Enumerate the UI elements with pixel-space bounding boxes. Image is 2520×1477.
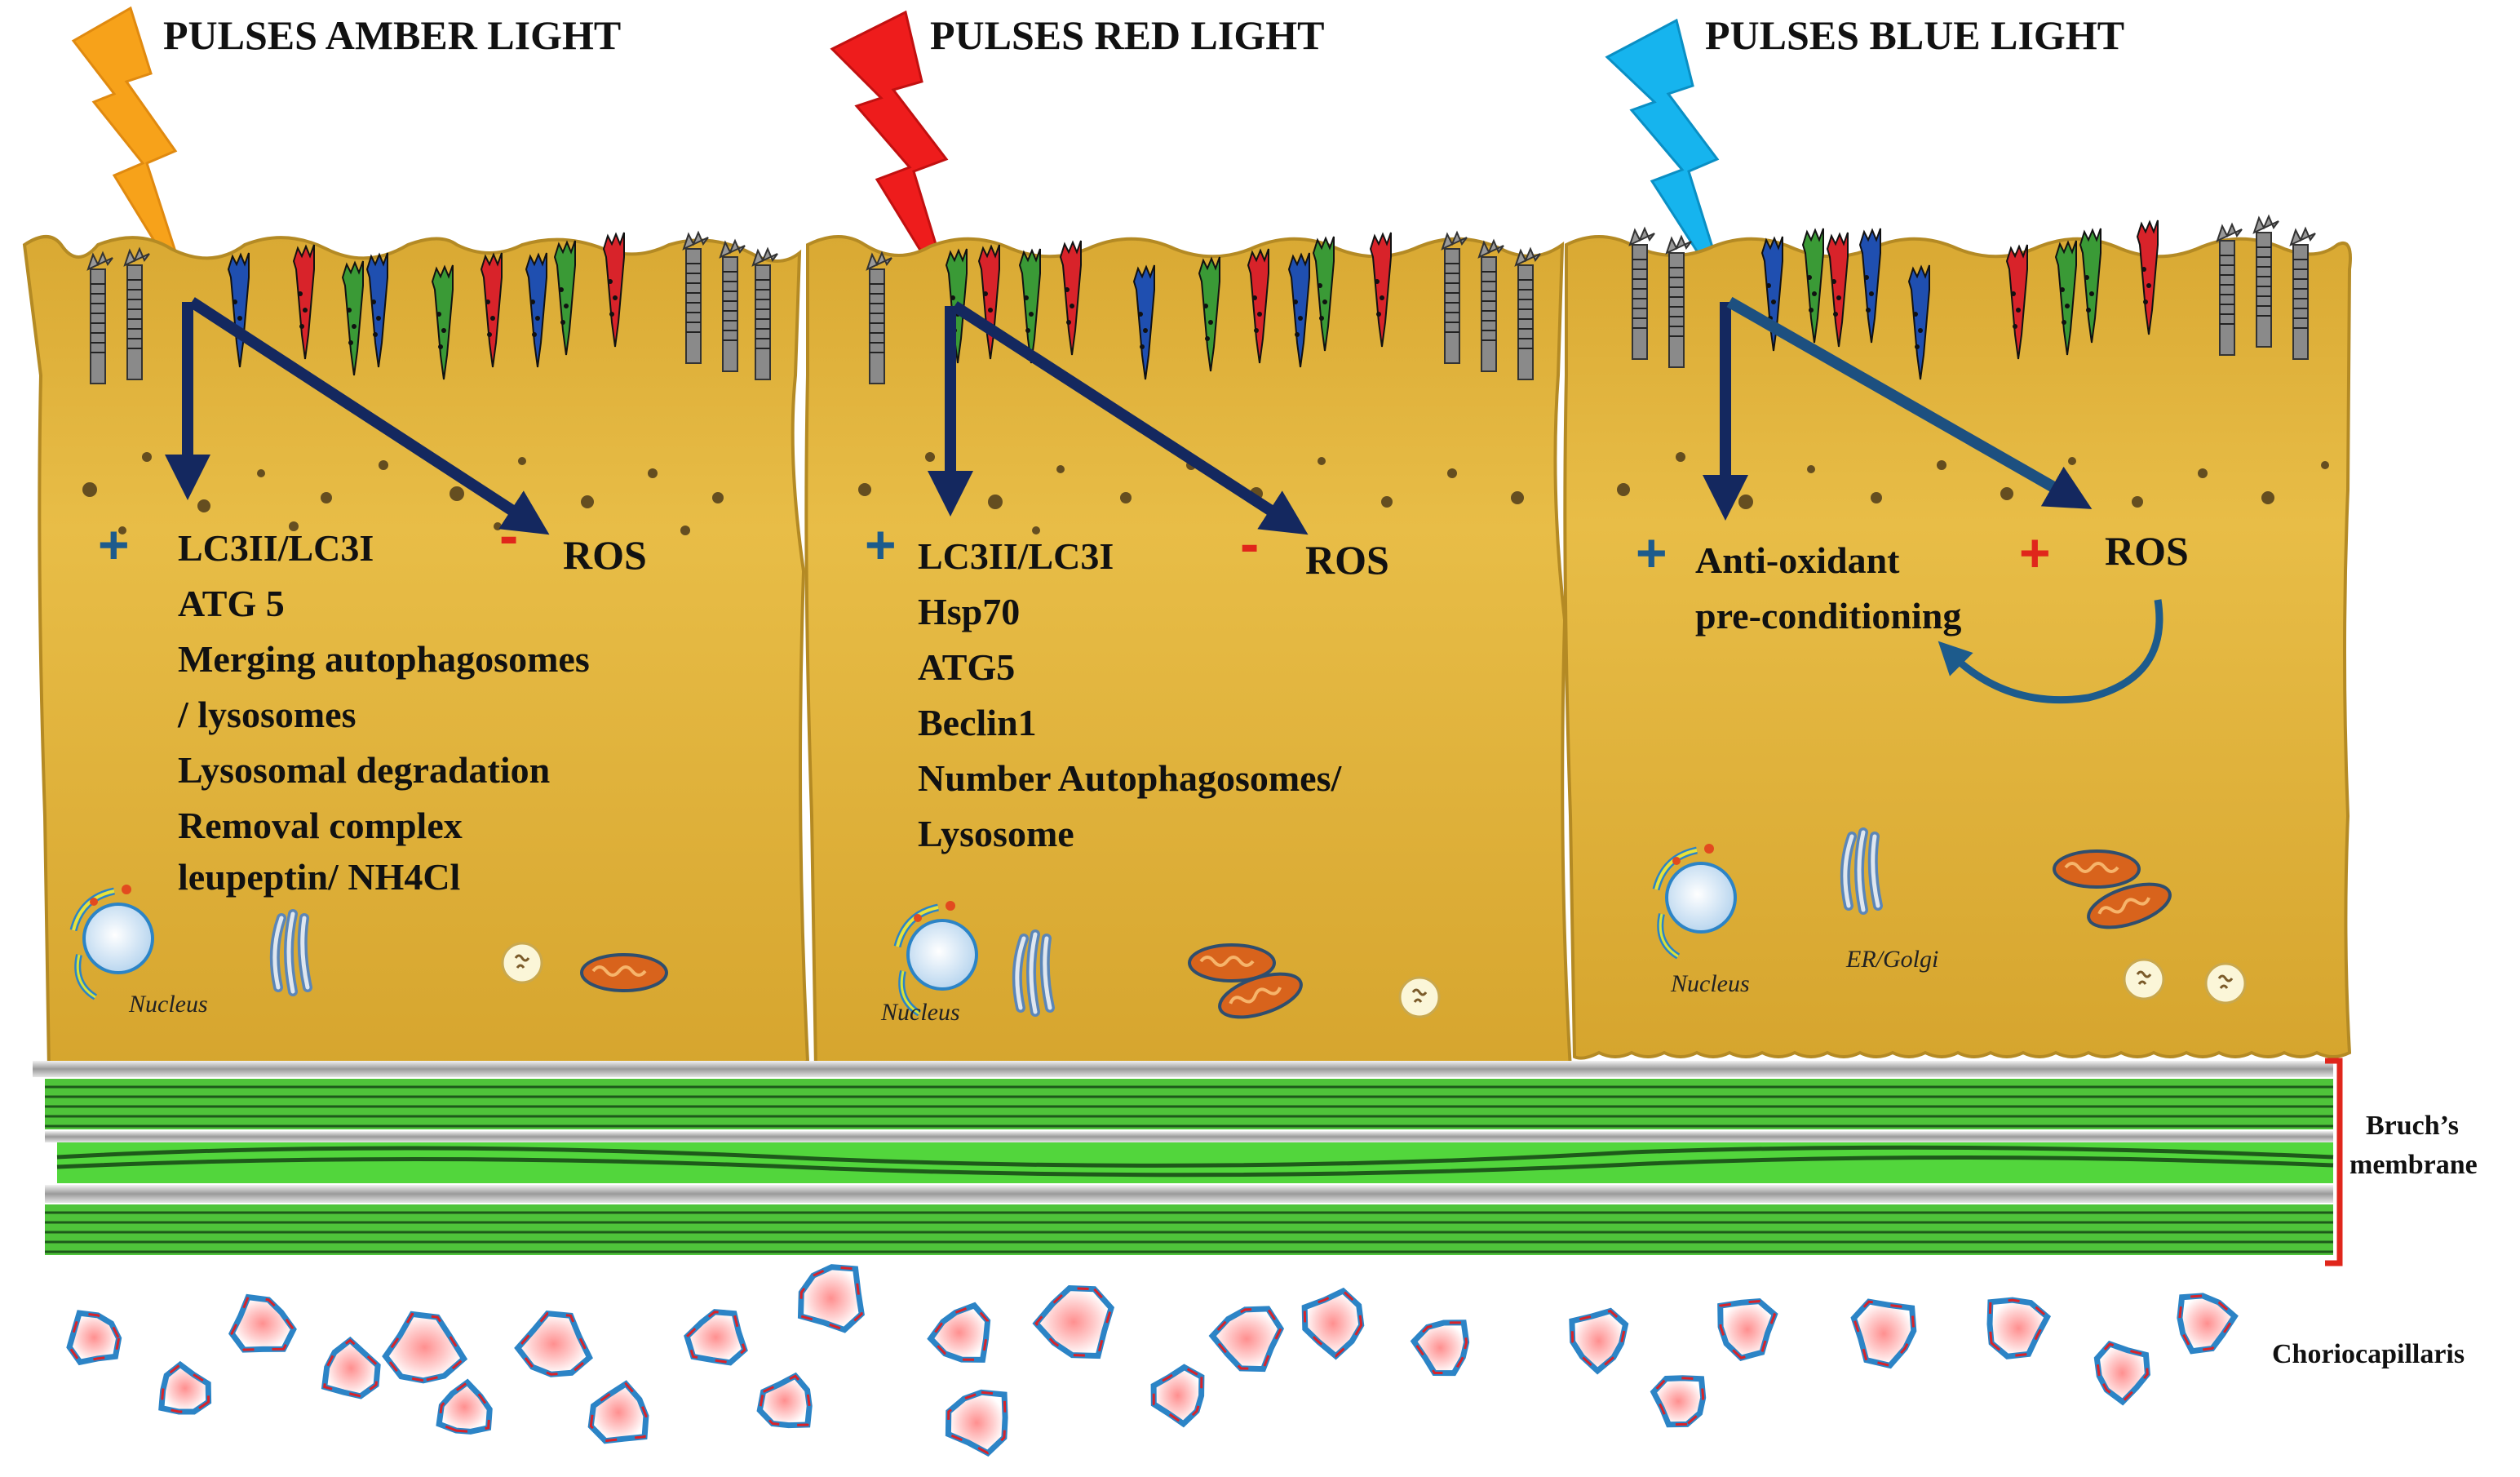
plus-sign-red: + (865, 514, 897, 574)
capillary-icon (1986, 1297, 2052, 1359)
er-golgi-label: ER/Golgi (1845, 946, 1938, 973)
capillary-icon (2093, 1340, 2151, 1406)
capillary-icon (228, 1293, 297, 1353)
bruchs-membrane-label-1: Bruch’s (2366, 1111, 2459, 1141)
er-golgi-icon-amber (275, 914, 308, 991)
capillary-icon (797, 1264, 865, 1333)
capillary-icon (684, 1309, 748, 1366)
signal-arrows (165, 296, 2093, 535)
amber-effect-6: Removal complex (178, 805, 463, 846)
capillary-icon (382, 1311, 468, 1384)
mitochondrion-icon-blue-1 (2053, 849, 2141, 889)
capillary-icon (1150, 1364, 1205, 1428)
ros-label-red: ROS (1305, 537, 1389, 583)
capillary-icon (1569, 1307, 1629, 1375)
amber-effect-7: leupeptin/ NH4Cl (178, 856, 460, 898)
amber-effect-2: ATG 5 (178, 583, 285, 624)
lysosome-icon-red (1398, 976, 1441, 1018)
plus-sign-blue-left: + (1636, 522, 1667, 583)
capillary-icon (436, 1378, 493, 1435)
capillary-icon (66, 1310, 122, 1366)
capillary-icon (1650, 1375, 1707, 1428)
capillary-icon (1410, 1320, 1470, 1377)
er-golgi-icon-red (1017, 934, 1050, 1012)
bruchs-membrane (33, 1061, 2334, 1255)
lysosome-icon-blue-1 (2123, 958, 2165, 1000)
ros-label-amber: ROS (563, 532, 647, 578)
amber-effect-4: / lysosomes (177, 694, 357, 735)
red-effect-6: Lysosome (918, 813, 1074, 854)
minus-sign-amber: - (499, 503, 518, 567)
panel-title-blue: PULSES BLUE LIGHT (1705, 12, 2124, 58)
ros-label-blue: ROS (2105, 528, 2189, 574)
plus-sign-amber: + (98, 514, 130, 574)
lightning-icon-blue (1605, 18, 1731, 303)
nucleus-label-amber: Nucleus (128, 991, 208, 1018)
capillary-icon (1208, 1306, 1285, 1373)
feedback-curve-arrow (1938, 599, 2163, 704)
red-effect-4: Beclin1 (918, 702, 1037, 743)
red-effect-5: Number Autophagosomes/ (918, 757, 1342, 799)
plus-sign-blue-right: + (2019, 522, 2051, 583)
capillary-icon (514, 1310, 593, 1377)
blue-effect-2: pre-conditioning (1695, 595, 1961, 636)
capillary-icon (945, 1389, 1008, 1457)
red-effect-3: ATG5 (918, 646, 1015, 688)
nucleus-label-red: Nucleus (880, 999, 960, 1026)
mitochondrion-icon-amber (580, 953, 668, 992)
capillary-icon (158, 1360, 212, 1415)
minus-sign-red: - (1240, 512, 1259, 575)
melanin-granules (82, 452, 2329, 535)
panel-title-amber: PULSES AMBER LIGHT (163, 12, 621, 58)
capillary-icon (1032, 1285, 1115, 1359)
er-golgi-icon-blue (1845, 832, 1878, 910)
nucleus-label-blue: Nucleus (1670, 970, 1750, 997)
membrane-bracket (2325, 1058, 2343, 1266)
red-effect-1: LC3II/LC3I (918, 535, 1114, 577)
blue-effect-1: Anti-oxidant (1695, 539, 1900, 581)
amber-effect-3: Merging autophagosomes (178, 638, 590, 680)
panel-title-red: PULSES RED LIGHT (930, 12, 1324, 58)
lysosome-icon-blue-2 (2204, 962, 2247, 1005)
lightning-icon-red (830, 10, 956, 307)
red-effect-2: Hsp70 (918, 591, 1020, 632)
bruchs-membrane-label-2: membrane (2349, 1150, 2478, 1180)
choriocapillaris-label: Choriocapillaris (2272, 1339, 2465, 1369)
capillary-icon (1717, 1297, 1778, 1361)
capillary-icon (2177, 1293, 2239, 1355)
capillary-icon (587, 1380, 649, 1444)
amber-effect-5: Lysosomal degradation (178, 749, 550, 791)
choriocapillaris (66, 1264, 2239, 1457)
amber-effect-1: LC3II/LC3I (178, 527, 374, 569)
lysosome-icon-amber (501, 942, 543, 984)
capillary-icon (927, 1302, 991, 1363)
capillary-icon (321, 1336, 381, 1399)
lightning-icon-amber (71, 6, 193, 303)
capillary-icon (1850, 1298, 1917, 1369)
capillary-icon (756, 1372, 813, 1429)
capillary-icon (1301, 1287, 1365, 1360)
